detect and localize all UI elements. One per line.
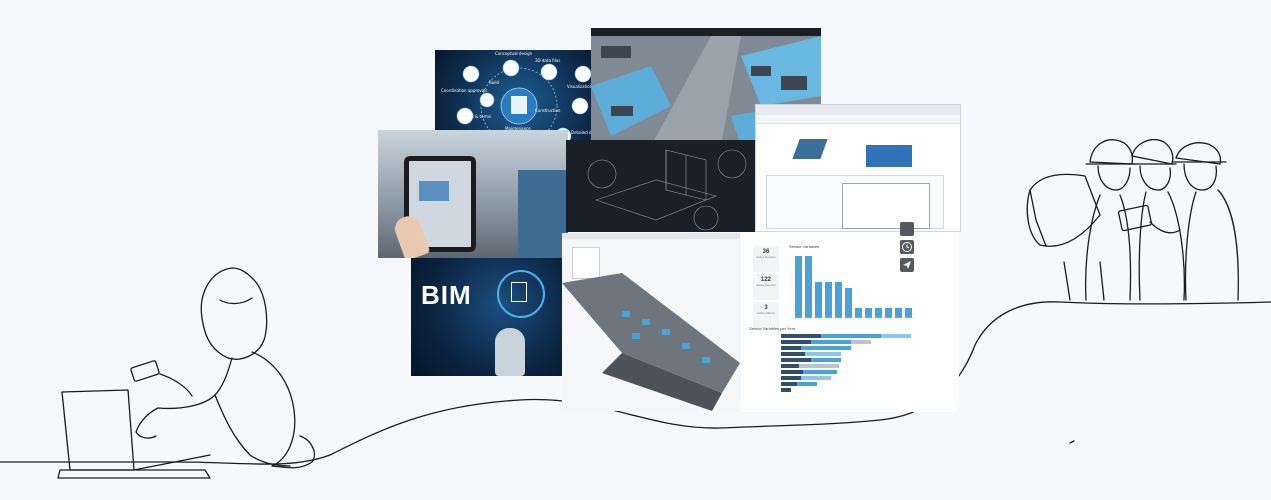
cad-grid-panel (866, 145, 912, 167)
sensor-dashboard-panel: 36 Active Devices 122 Active Sensors 3 A… (741, 232, 959, 412)
clock-icon[interactable] (900, 240, 914, 254)
engineers-outline (1089, 139, 1134, 165)
stat-active-devices: 36 Active Devices (753, 246, 779, 272)
connecting-wave-line (0, 301, 1271, 465)
send-icon[interactable] (900, 258, 914, 272)
heart-icon[interactable] (900, 222, 914, 236)
building-wireframe (587, 149, 747, 231)
tablet-ar-panel (378, 130, 568, 258)
sensor-stacked-bar-chart (781, 334, 911, 392)
woman-outline (200, 267, 268, 360)
laptop-outline (61, 389, 135, 471)
bim-logo-text: BIM (421, 280, 472, 310)
cad-software-panel (755, 104, 961, 232)
cycle-item-construction: Construction (535, 108, 561, 113)
cycle-item-build: Build (489, 80, 500, 85)
sensor-bar-chart (791, 256, 915, 319)
cycle-item-detailed-design: Detailed design (571, 130, 603, 135)
cad-beam-render (792, 139, 828, 159)
cad-table-dialog (842, 183, 930, 229)
cycle-center-label: Maintenance (505, 126, 531, 131)
cycle-item-coordination: Coordination approvals (441, 88, 488, 93)
hbar-chart-title: Sensor Variables per Year (749, 326, 796, 331)
bar-chart-title: Sensor Variables (789, 244, 820, 249)
viewer-toolbar[interactable] (620, 397, 684, 405)
cycle-item-3d-data: 3D data files (535, 58, 561, 63)
cycle-item-visualization: Visualization (567, 84, 593, 89)
stat-active-alarms: 3 Active Alarms (753, 302, 779, 328)
building-model-render (562, 273, 740, 411)
cycle-item-cost: Cost & terms (465, 114, 492, 119)
stat-active-sensors: 122 Active Sensors (753, 274, 779, 300)
model-dropdown-menu[interactable] (572, 247, 600, 279)
model-viewer-panel (562, 233, 740, 411)
cycle-title: Conceptual design (495, 51, 533, 56)
building-icon (511, 282, 527, 302)
bim-logo-panel: BIM (411, 258, 562, 376)
building-scan-panel (566, 140, 758, 232)
